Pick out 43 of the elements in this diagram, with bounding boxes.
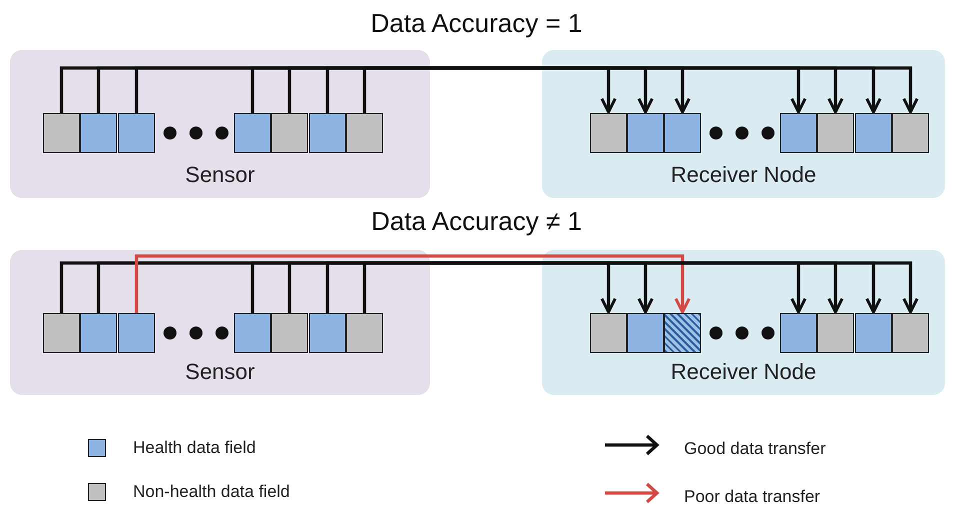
data-field	[271, 313, 308, 353]
legend-text: Poor data transfer	[684, 487, 820, 507]
data-field	[271, 113, 308, 153]
data-field	[118, 113, 155, 153]
data-field	[664, 113, 701, 153]
device-panel	[10, 250, 430, 395]
data-field	[855, 113, 892, 153]
data-field	[892, 313, 929, 353]
data-field	[346, 113, 383, 153]
data-field	[80, 313, 117, 353]
data-field	[309, 313, 346, 353]
device-panel	[10, 50, 430, 198]
data-field	[309, 113, 346, 153]
data-field	[43, 113, 80, 153]
data-field	[780, 313, 817, 353]
panel-label: Receiver Node	[670, 359, 818, 385]
data-field	[817, 313, 854, 353]
data-field	[234, 313, 271, 353]
arrow	[134, 254, 691, 314]
data-field	[780, 113, 817, 153]
data-field	[80, 113, 117, 153]
data-field	[892, 113, 929, 153]
data-field	[590, 113, 627, 153]
legend-text: Health data field	[133, 438, 256, 458]
data-field	[627, 313, 664, 353]
data-field	[855, 313, 892, 353]
data-field	[118, 313, 155, 353]
data-field	[590, 313, 627, 353]
panel-label: Sensor	[184, 162, 256, 188]
data-field	[346, 313, 383, 353]
panel-title: Data Accuracy = 1	[370, 8, 584, 39]
data-field	[817, 113, 854, 153]
device-panel	[542, 50, 945, 198]
data-field	[43, 313, 80, 353]
corrupted-data-field	[664, 313, 701, 353]
panel-label: Sensor	[184, 359, 256, 385]
data-field	[627, 113, 664, 153]
data-field	[234, 113, 271, 153]
device-panel	[542, 250, 945, 395]
panel-label: Receiver Node	[670, 162, 818, 188]
legend-text: Non-health data field	[133, 482, 290, 502]
panel-title: Data Accuracy ≠ 1	[370, 206, 583, 237]
legend-text: Good data transfer	[684, 439, 826, 459]
